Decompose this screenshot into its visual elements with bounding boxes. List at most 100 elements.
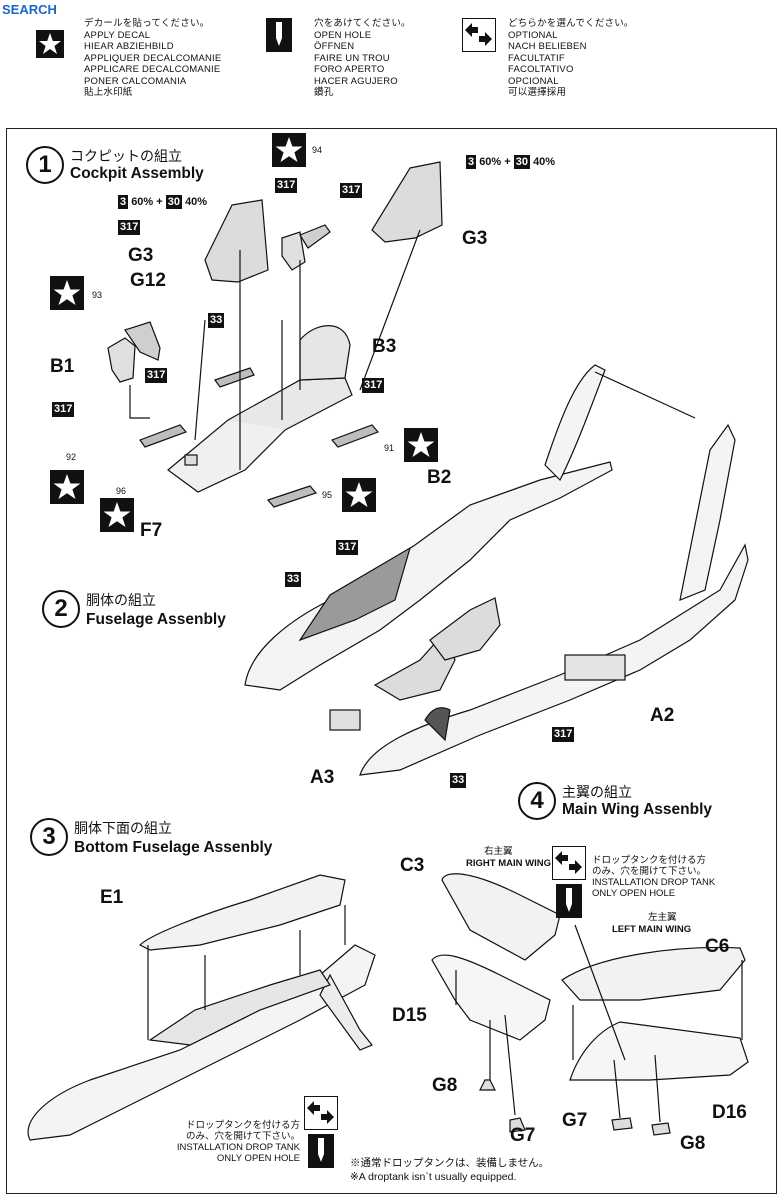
paint-tag: 317 (118, 220, 141, 235)
legend-line: 穴をあけてください。 (314, 18, 411, 29)
paint-tag: 317 (275, 178, 298, 193)
step-1-title-en: Cockpit Assembly (70, 165, 204, 182)
star-decal-icon (100, 498, 134, 532)
part-label-a3: A3 (310, 767, 335, 788)
droptank-note-line: ドロップタンクを付ける方 (185, 1120, 300, 1131)
part-label-g7: G7 (510, 1125, 536, 1146)
optional-arrows-icon (462, 18, 496, 52)
footnote-jp: ※通常ドロップタンクは、装備しません。 (350, 1157, 550, 1169)
paint-tag: 317 (52, 402, 75, 417)
legend-line: FAIRE UN TROU (314, 52, 390, 64)
part-label-b3: B3 (372, 336, 397, 357)
part-label-g12: G12 (130, 270, 166, 291)
step-3-title-en: Bottom Fuselage Assenbly (74, 839, 273, 856)
part-label-b1: B1 (50, 356, 75, 377)
step-2-title-en: Fuselage Assenbly (86, 611, 226, 628)
paint-tag: 3 (466, 155, 477, 169)
watermark: SEARCH (2, 2, 57, 17)
right-wing-label-en: RIGHT MAIN WING (466, 858, 551, 869)
paint-tag: 33 (208, 313, 225, 328)
footnote-en: ※A droptank isn`t usually equipped. (350, 1171, 517, 1183)
droptank-note-line: INSTALLATION DROP TANK (592, 877, 716, 888)
star-decal-icon (50, 470, 84, 504)
legend-line: PONER CALCOMANIA (84, 75, 187, 87)
paint-mix-text: 40% (185, 196, 208, 208)
legend-line: デカールを貼ってください。 (84, 18, 210, 29)
droptank-note-line: ONLY OPEN HOLE (592, 888, 676, 899)
paint-mix-text: 40% (533, 156, 556, 168)
part-label-g7: G7 (562, 1110, 588, 1131)
paint-tag: 30 (165, 195, 182, 209)
paint-tag: 317 (362, 378, 385, 393)
step-number-4: 4 (518, 782, 556, 820)
legend-line: OPCIONAL (508, 75, 559, 87)
paint-tag: 33 (285, 572, 302, 587)
optional-arrows-icon (304, 1096, 338, 1130)
legend-line: どちらかを選んでください。 (508, 18, 634, 29)
droptank-note-line: ドロップタンクを付ける方 (592, 855, 707, 866)
legend-line: FACULTATIF (508, 52, 565, 64)
step-2-title-jp: 胴体の組立 (86, 592, 156, 608)
part-label-e1: E1 (100, 887, 124, 908)
legend-line: APPLICARE DECALCOMANIE (84, 64, 221, 75)
drill-hole-icon (308, 1134, 334, 1168)
paint-mix-text: 60% + (479, 156, 514, 168)
drill-hole-icon (556, 884, 582, 918)
drill-hole-icon (266, 18, 292, 52)
legend-line: OPTIONAL (508, 29, 558, 41)
part-label-d16: D16 (712, 1102, 747, 1123)
step-number-3: 3 (30, 818, 68, 856)
paint-mix-callout: 3 60% + 30 40% (466, 155, 556, 169)
star-decal-icon (404, 428, 438, 462)
legend: SEARCH デカールを貼ってください。 APPLY DECAL HIEAR A… (0, 0, 783, 118)
legend-line: 鑽孔 (314, 87, 334, 98)
legend-line: NACH BELIEBEN (508, 41, 587, 52)
step-4-title-en: Main Wing Assenbly (562, 801, 712, 818)
legend-line: ÖFFNEN (314, 41, 355, 52)
left-wing-label-en: LEFT MAIN WING (612, 924, 692, 935)
legend-line: APPLIQUER DECALCOMANIE (84, 52, 222, 64)
paint-tag: 317 (552, 727, 575, 742)
part-label-a2: A2 (650, 705, 675, 726)
paint-tag: 317 (340, 183, 363, 198)
legend-line: HIEAR ABZIEHBILD (84, 41, 174, 52)
star-decal-icon (272, 133, 306, 167)
step-number-1: 1 (26, 146, 64, 184)
paint-tag: 3 (118, 195, 129, 209)
decal-number: 91 (384, 443, 395, 453)
paint-tag: 33 (450, 773, 467, 788)
paint-mix-callout: 3 60% + 30 40% (118, 195, 208, 209)
legend-line: 可以選擇採用 (508, 87, 567, 98)
part-label-d15: D15 (392, 1005, 427, 1026)
droptank-note-line: ONLY OPEN HOLE (216, 1153, 300, 1164)
star-decal-icon (50, 276, 84, 310)
legend-line: APPLY DECAL (84, 29, 151, 41)
part-label-c6: C6 (705, 936, 730, 957)
part-label-g8: G8 (432, 1075, 458, 1096)
paint-tag: 317 (336, 540, 359, 555)
step-4-title-jp: 主翼の組立 (562, 784, 632, 800)
instruction-frame (6, 128, 777, 1194)
droptank-note-line: INSTALLATION DROP TANK (176, 1142, 300, 1153)
left-wing-label-jp: 左主翼 (648, 912, 677, 923)
decal-number: 92 (66, 452, 77, 462)
paint-mix-text: 60% + (131, 196, 166, 208)
star-decal-icon (36, 30, 64, 58)
decal-number: 94 (312, 145, 323, 155)
star-decal-icon (342, 478, 376, 512)
step-3-title-jp: 胴体下面の組立 (74, 820, 172, 836)
droptank-note: ドロップタンクを付ける方 のみ、穴を開けて下さい。 INSTALLATION D… (160, 1120, 300, 1164)
paint-tag: 30 (513, 155, 530, 169)
decal-number: 93 (92, 290, 103, 300)
part-label-g3: G3 (128, 245, 154, 266)
part-label-g3: G3 (462, 228, 488, 249)
paint-tag: 317 (145, 368, 168, 383)
part-label-g8: G8 (680, 1133, 706, 1154)
legend-line: 貼上水印紙 (84, 87, 133, 98)
droptank-note: ドロップタンクを付ける方 のみ、穴を開けて下さい。 INSTALLATION D… (592, 855, 715, 899)
decal-number: 96 (116, 486, 127, 496)
step-number-2: 2 (42, 590, 80, 628)
right-wing-label-jp: 右主翼 (484, 846, 513, 857)
part-label-b2: B2 (427, 467, 452, 488)
